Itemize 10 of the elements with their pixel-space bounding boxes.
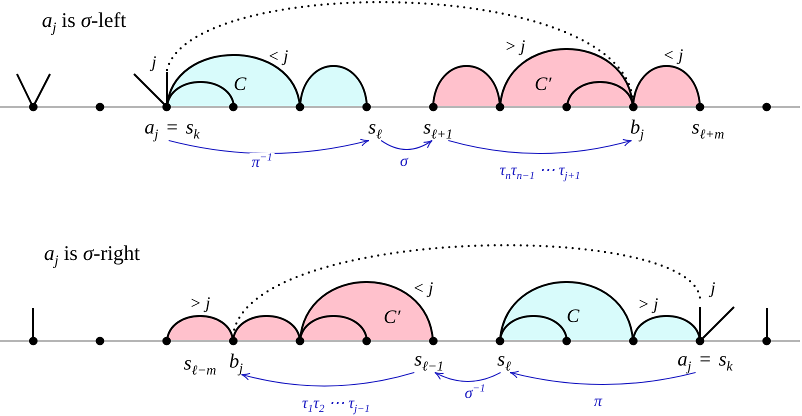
point-label: a$_{j}$ = s$_{k}$ bbox=[677, 348, 733, 372]
point-label: s$_{ℓ+1}$ bbox=[423, 116, 453, 140]
point-label: s$_{ℓ+m}$ bbox=[692, 116, 724, 140]
point-label: s$_{ℓ}$ bbox=[497, 348, 511, 372]
point-label: s$_{ℓ}$ bbox=[368, 116, 382, 140]
point-label: b$_{j}$ bbox=[229, 350, 243, 374]
point-label: s$_{ℓ−1}$ bbox=[414, 348, 444, 372]
point-label: a$_{j}$ = s$_{k}$ bbox=[144, 116, 200, 140]
point-label: b$_{j}$ bbox=[630, 116, 644, 140]
point-label: s$_{ℓ−m}$ bbox=[184, 352, 216, 376]
